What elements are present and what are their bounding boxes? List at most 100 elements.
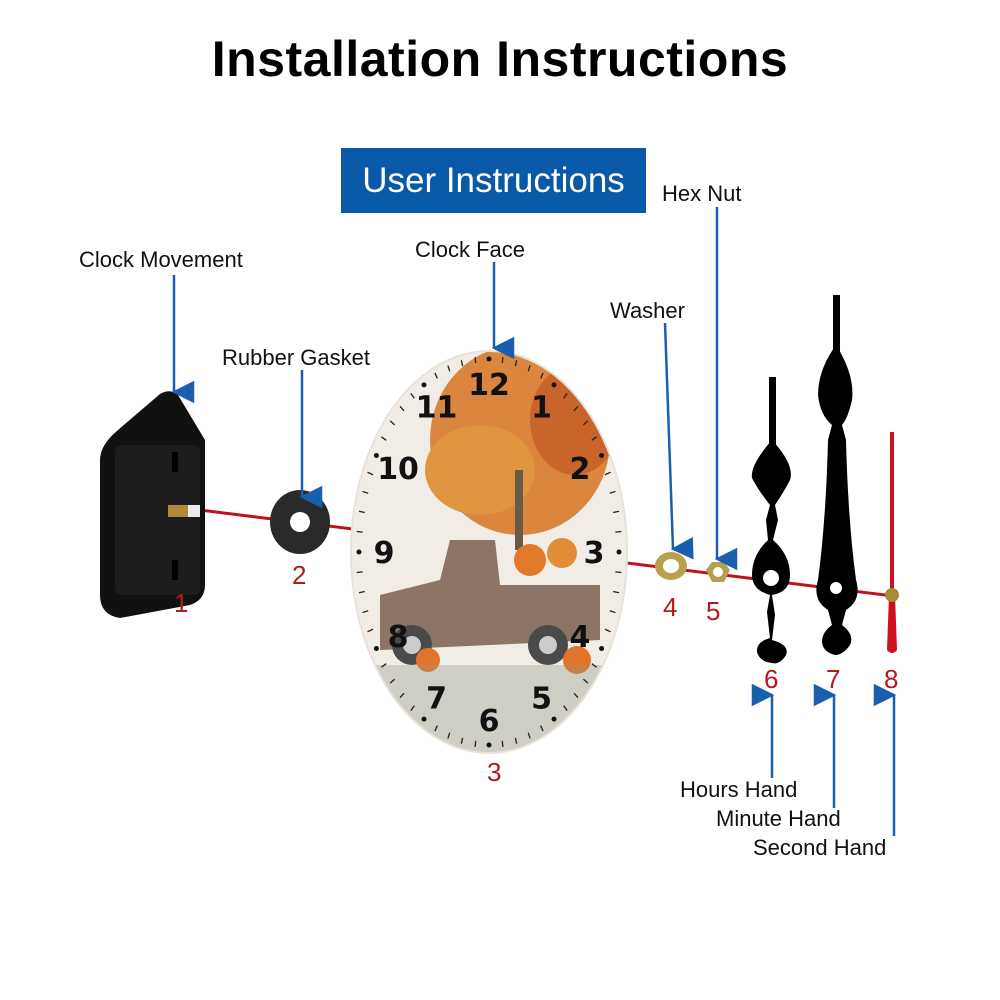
clock-minute-tick	[447, 732, 451, 739]
clock-minute-tick	[573, 692, 579, 699]
clock-minute-tick	[389, 678, 396, 684]
minute-hand-icon	[816, 295, 858, 655]
part-number-2: 2	[292, 560, 307, 590]
clock-minute-tick	[514, 737, 518, 744]
rubber-gasket-label: Rubber Gasket	[222, 345, 370, 370]
part-number-6: 6	[764, 664, 779, 694]
clock-movement-label: Clock Movement	[79, 247, 243, 272]
minute-hand-label: Minute Hand	[716, 806, 841, 831]
rubber-gasket-icon	[270, 490, 330, 554]
part-number-3: 3	[487, 757, 502, 787]
user-instructions-banner: User Instructions	[341, 148, 646, 213]
clock-numeral: 12	[468, 368, 510, 403]
hex-nut-icon	[706, 562, 730, 582]
washer-icon	[655, 552, 687, 580]
clock-minute-tick	[410, 705, 415, 711]
hours-hand-label: Hours Hand	[680, 777, 798, 802]
clock-hour-dot	[421, 716, 427, 722]
clock-minute-tick	[540, 725, 544, 732]
clock-numeral: 7	[426, 681, 447, 716]
clock-minute-tick	[582, 420, 589, 426]
clock-hour-dot	[616, 549, 622, 555]
page-title: Installation Instructions	[211, 31, 789, 87]
clock-minute-tick	[527, 365, 531, 372]
clock-numeral: 8	[388, 620, 409, 655]
washer-label: Washer	[610, 298, 685, 323]
clock-face-label: Clock Face	[415, 237, 526, 262]
clock-hour-dot	[421, 382, 427, 388]
clock-minute-tick	[434, 372, 438, 379]
clock-minute-tick	[582, 678, 589, 684]
clock-minute-tick	[604, 471, 611, 476]
clock-minute-tick	[381, 436, 387, 441]
clock-minute-tick	[358, 510, 365, 514]
part-number-7: 7	[826, 664, 841, 694]
clock-minute-tick	[501, 740, 504, 747]
part-number-4: 4	[663, 592, 678, 622]
clock-minute-tick	[613, 510, 620, 514]
part-number-1: 1	[174, 588, 189, 618]
clock-numeral: 1	[531, 391, 552, 426]
clock-minute-tick	[591, 436, 597, 441]
clock-minute-tick	[563, 705, 568, 711]
second-hand-icon	[885, 432, 899, 653]
clock-hour-dot	[486, 356, 492, 362]
clock-hour-dot	[599, 646, 605, 651]
clock-hour-dot	[486, 742, 492, 748]
clock-hour-dot	[356, 549, 362, 555]
clock-hour-dot	[551, 716, 557, 722]
clock-movement-icon	[100, 391, 205, 618]
clock-minute-tick	[460, 737, 464, 744]
clock-minute-tick	[356, 571, 363, 574]
clock-minute-tick	[389, 420, 396, 426]
clock-minute-tick	[573, 405, 579, 412]
clock-minute-tick	[540, 372, 544, 379]
clock-numeral: 10	[377, 452, 419, 487]
clock-minute-tick	[362, 490, 369, 494]
clock-minute-tick	[434, 725, 438, 732]
clock-minute-tick	[410, 393, 415, 399]
clock-minute-tick	[367, 628, 374, 633]
clock-minute-tick	[356, 530, 363, 533]
part-number-8: 8	[884, 664, 899, 694]
second-hand-label: Second Hand	[753, 835, 887, 860]
clock-minute-tick	[358, 590, 365, 594]
washer-arrow	[663, 322, 694, 560]
clock-minute-tick	[474, 357, 477, 364]
clock-minute-tick	[367, 471, 374, 476]
clock-minute-tick	[447, 365, 451, 372]
clock-minute-tick	[381, 663, 387, 668]
clock-minute-tick	[613, 590, 620, 594]
clock-minute-tick	[527, 732, 531, 739]
clock-minute-tick	[615, 571, 622, 574]
clock-minute-tick	[460, 360, 464, 367]
clock-numeral: 9	[374, 536, 395, 571]
clock-numeral: 6	[479, 704, 500, 739]
clock-minute-tick	[604, 628, 611, 633]
clock-hour-dot	[599, 453, 605, 458]
clock-minute-tick	[609, 490, 616, 494]
clock-minute-tick	[615, 530, 622, 533]
clock-hour-dot	[551, 382, 557, 388]
clock-numeral: 5	[531, 681, 552, 716]
clock-minute-tick	[399, 692, 405, 699]
clock-minute-tick	[362, 610, 369, 614]
hex-nut-label: Hex Nut	[662, 181, 742, 206]
clock-minute-tick	[501, 357, 504, 364]
clock-numeral: 4	[569, 620, 590, 655]
clock-numeral: 11	[416, 391, 458, 426]
clock-numeral: 3	[584, 536, 605, 571]
clock-minute-tick	[474, 740, 477, 747]
clock-hour-dot	[373, 453, 379, 458]
clock-minute-tick	[609, 610, 616, 614]
clock-numeral: 2	[569, 452, 590, 487]
part-number-5: 5	[706, 596, 721, 626]
hours-hand-icon	[751, 377, 791, 664]
clock-hour-dot	[373, 646, 379, 651]
clock-minute-tick	[591, 663, 597, 668]
clock-minute-tick	[399, 405, 405, 412]
clock-minute-tick	[563, 393, 568, 399]
clock-minute-tick	[514, 360, 518, 367]
